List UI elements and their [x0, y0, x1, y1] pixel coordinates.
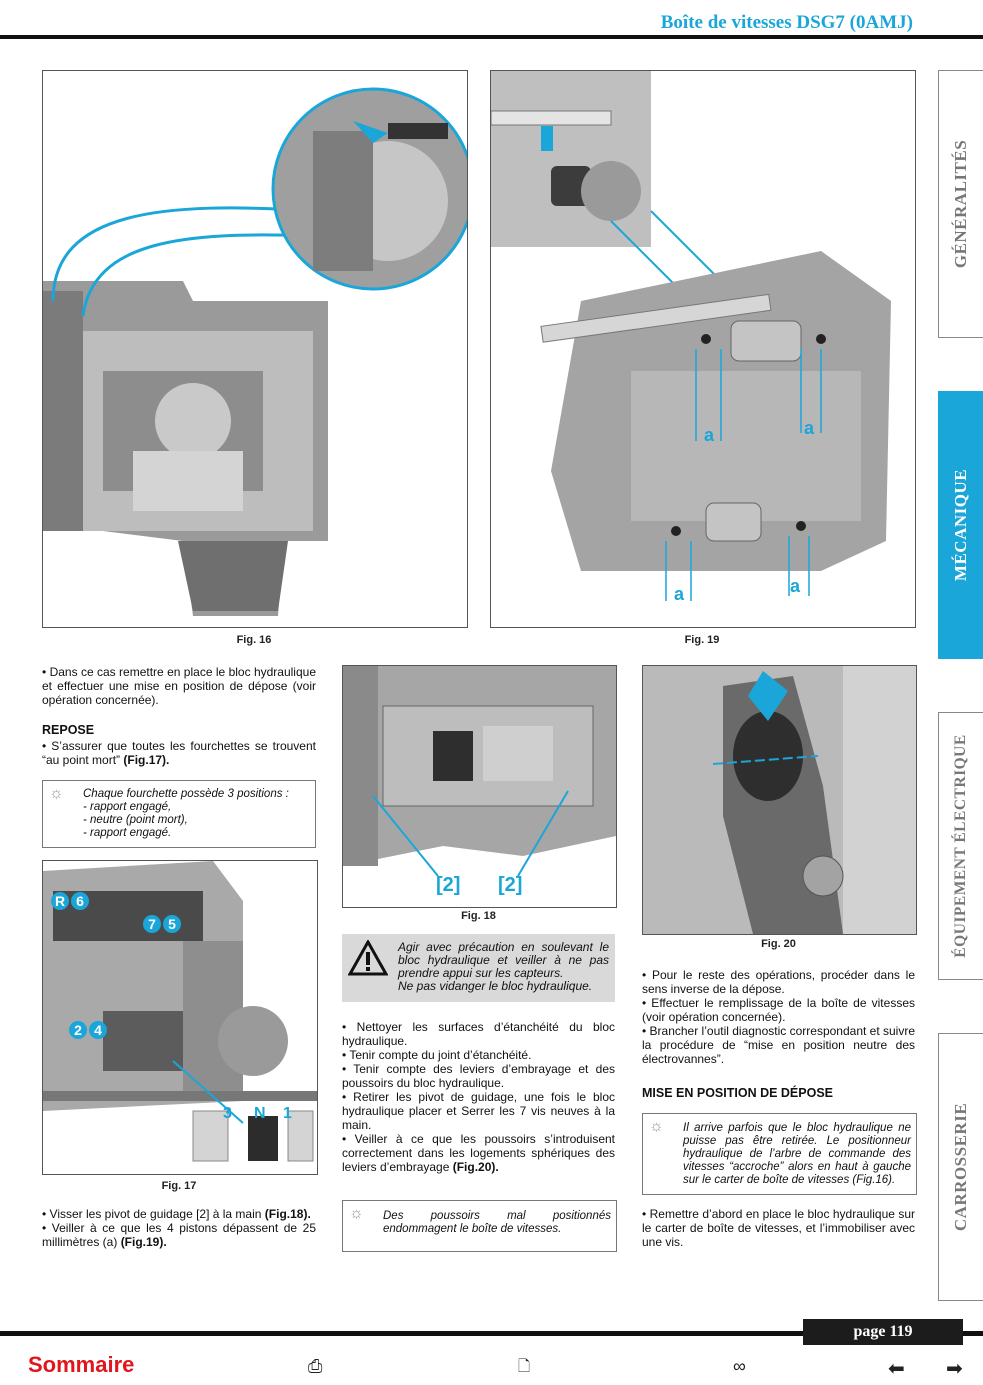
col1-paragraph-1: • Dans ce cas remettre en place le bloc …	[42, 665, 316, 707]
lightbulb-icon: ☼	[649, 1118, 664, 1135]
figure-20-image	[642, 665, 917, 935]
footer-rule	[0, 1331, 983, 1336]
fig19-label-a-4: a	[790, 576, 801, 596]
printer-icon[interactable]: ⎙	[308, 1356, 323, 1376]
fig17-gear-labels-top-right: 7 5	[143, 915, 181, 933]
figure-20-caption: Fig. 20	[761, 938, 796, 950]
figure-16-caption: Fig. 16	[236, 634, 272, 646]
figure-19-caption: Fig. 19	[684, 634, 720, 646]
lightbulb-icon: ☼	[49, 785, 64, 802]
fig19-label-a-1: a	[704, 425, 715, 445]
tab-mecanique-label: MÉCANIQUE	[951, 468, 970, 582]
col1-paragraph-2: • S’assurer que toutes les fourchettes s…	[42, 739, 316, 767]
figure-19-image: a a a a	[490, 70, 916, 628]
fig17-position-n: N	[254, 1105, 266, 1122]
figure-18-image: [2] [2]	[342, 665, 617, 908]
tab-generalites[interactable]: GÉNÉRALITÉS	[938, 70, 983, 338]
fig19-label-a-3: a	[674, 584, 685, 604]
fig18-label-2-left: [2]	[436, 874, 461, 896]
fig18-label-2-right: [2]	[498, 874, 523, 896]
lightbulb-icon: ☼	[349, 1205, 364, 1222]
zoom-page-icon[interactable]: 🗋	[518, 1358, 531, 1375]
tab-equipement-electrique[interactable]: ÉQUIPEMENT ÉLECTRIQUE	[938, 712, 983, 980]
col2-paragraphs: • Nettoyer les surfaces d’étanchéité du …	[342, 1020, 615, 1174]
binoculars-icon[interactable]: ∞	[733, 1356, 746, 1376]
fig17-position-3: 3	[223, 1105, 232, 1122]
warning-icon	[348, 940, 388, 976]
fig17-gear-labels-top-left: R 6	[51, 892, 89, 910]
arrow-right-icon[interactable]: ➡	[946, 1358, 963, 1380]
figure-17-caption: Fig. 17	[161, 1180, 197, 1192]
figure-18-caption: Fig. 18	[461, 910, 496, 922]
tab-carrosserie[interactable]: CARROSSERIE	[938, 1033, 983, 1301]
repose-heading: REPOSE	[42, 723, 95, 737]
figure-16-image	[42, 70, 468, 628]
tab-carrosserie-label: CARROSSERIE	[951, 1102, 970, 1232]
tab-generalites-label: GÉNÉRALITÉS	[951, 139, 970, 269]
fig19-label-a-2: a	[804, 418, 815, 438]
fig17-gear-labels-middle: 2 4	[69, 1021, 107, 1039]
col3-paragraph-4: • Remettre d’abord en place le bloc hydr…	[642, 1207, 915, 1249]
col2-tip-note: ☼ Des poussoirs mal positionnés endommag…	[342, 1200, 617, 1252]
header-rule	[0, 35, 983, 39]
mise-en-position-heading: MISE EN POSITION DE DÉPOSE	[642, 1086, 834, 1100]
page-number: page 119	[803, 1319, 963, 1345]
sommaire-link[interactable]: Sommaire	[28, 1352, 135, 1377]
figure-17-image: R 6 7 5 2 4 3 N 1	[42, 860, 318, 1175]
col1-paragraph-3: • Visser les pivot de guidage [2] à la m…	[42, 1207, 316, 1249]
tab-equipement-electrique-label: ÉQUIPEMENT ÉLECTRIQUE	[952, 734, 969, 958]
fig17-position-1: 1	[283, 1105, 292, 1122]
col3-tip-note: ☼ Il arrive parfois que le bloc hydrauli…	[642, 1113, 917, 1195]
tab-mecanique[interactable]: MÉCANIQUE	[938, 391, 983, 659]
col2-warning-box: Agir avec précaution en soulevant le blo…	[342, 934, 615, 1002]
col3-paragraphs: • Pour le reste des opérations, procéder…	[642, 968, 916, 1066]
page-title: Boîte de vitesses DSG7 (0AMJ)	[660, 12, 913, 33]
col1-tip-note: ☼ Chaque fourchette possède 3 positions …	[42, 780, 316, 848]
arrow-left-icon[interactable]: ⬅	[888, 1358, 905, 1380]
